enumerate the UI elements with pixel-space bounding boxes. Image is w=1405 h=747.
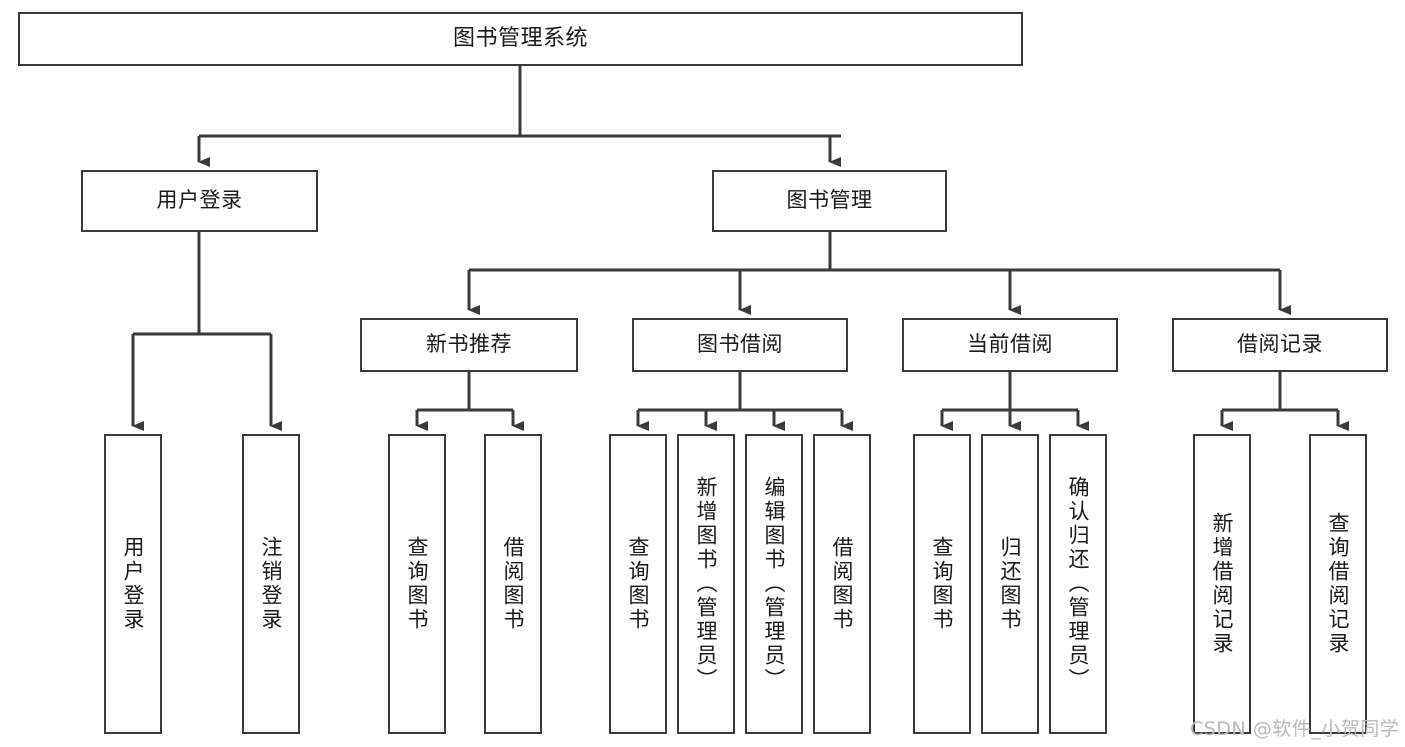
node-new-book-recommend[interactable]: 新书推荐: [360, 318, 578, 372]
node-label: 图书借阅: [697, 332, 783, 357]
node-label: 新增借阅记录: [1210, 512, 1235, 656]
leaf-return-book[interactable]: 归还图书: [981, 434, 1039, 734]
csdn-watermark: CSDN @软件_小贺同学: [1190, 718, 1400, 740]
node-current-borrow[interactable]: 当前借阅: [902, 318, 1118, 372]
leaf-add-borrow-record[interactable]: 新增借阅记录: [1193, 434, 1251, 734]
node-label: 归还图书: [998, 536, 1023, 632]
leaf-borrow-book[interactable]: 借阅图书: [813, 434, 871, 734]
leaf-logout[interactable]: 注销登录: [242, 434, 300, 734]
node-label: 图书管理系统: [452, 25, 588, 51]
node-label: 查询图书: [626, 536, 651, 632]
node-label: 查询图书: [930, 536, 955, 632]
node-label: 注销登录: [259, 536, 284, 632]
node-label: 确认归还（管理员）: [1066, 476, 1091, 692]
leaf-query-book-current[interactable]: 查询图书: [913, 434, 971, 734]
node-label: 借阅图书: [830, 536, 855, 632]
node-label: 编辑图书（管理员）: [762, 476, 787, 692]
leaf-query-book-recommend[interactable]: 查询图书: [388, 434, 446, 734]
node-label: 用户登录: [121, 536, 146, 632]
node-label: 当前借阅: [967, 332, 1053, 357]
node-label: 图书管理: [786, 188, 873, 213]
leaf-user-login[interactable]: 用户登录: [104, 434, 162, 734]
node-borrow-record[interactable]: 借阅记录: [1172, 318, 1388, 372]
node-label: 新增图书（管理员）: [694, 476, 719, 692]
node-root-book-management-system[interactable]: 图书管理系统: [18, 12, 1023, 66]
leaf-borrow-book-recommend[interactable]: 借阅图书: [484, 434, 542, 734]
leaf-query-book-borrow[interactable]: 查询图书: [609, 434, 667, 734]
node-label: 用户登录: [156, 188, 243, 213]
node-label: 查询图书: [405, 536, 430, 632]
node-label: 查询借阅记录: [1326, 512, 1351, 656]
node-book-borrow[interactable]: 图书借阅: [632, 318, 848, 372]
node-label: 新书推荐: [426, 332, 512, 357]
leaf-confirm-return-admin[interactable]: 确认归还（管理员）: [1049, 434, 1107, 734]
node-label: 借阅记录: [1237, 332, 1323, 357]
leaf-add-book-admin[interactable]: 新增图书（管理员）: [677, 434, 735, 734]
leaf-edit-book-admin[interactable]: 编辑图书（管理员）: [745, 434, 803, 734]
leaf-query-borrow-record[interactable]: 查询借阅记录: [1309, 434, 1367, 734]
node-book-management[interactable]: 图书管理: [712, 170, 947, 232]
node-label: 借阅图书: [501, 536, 526, 632]
node-user-login[interactable]: 用户登录: [81, 170, 318, 232]
